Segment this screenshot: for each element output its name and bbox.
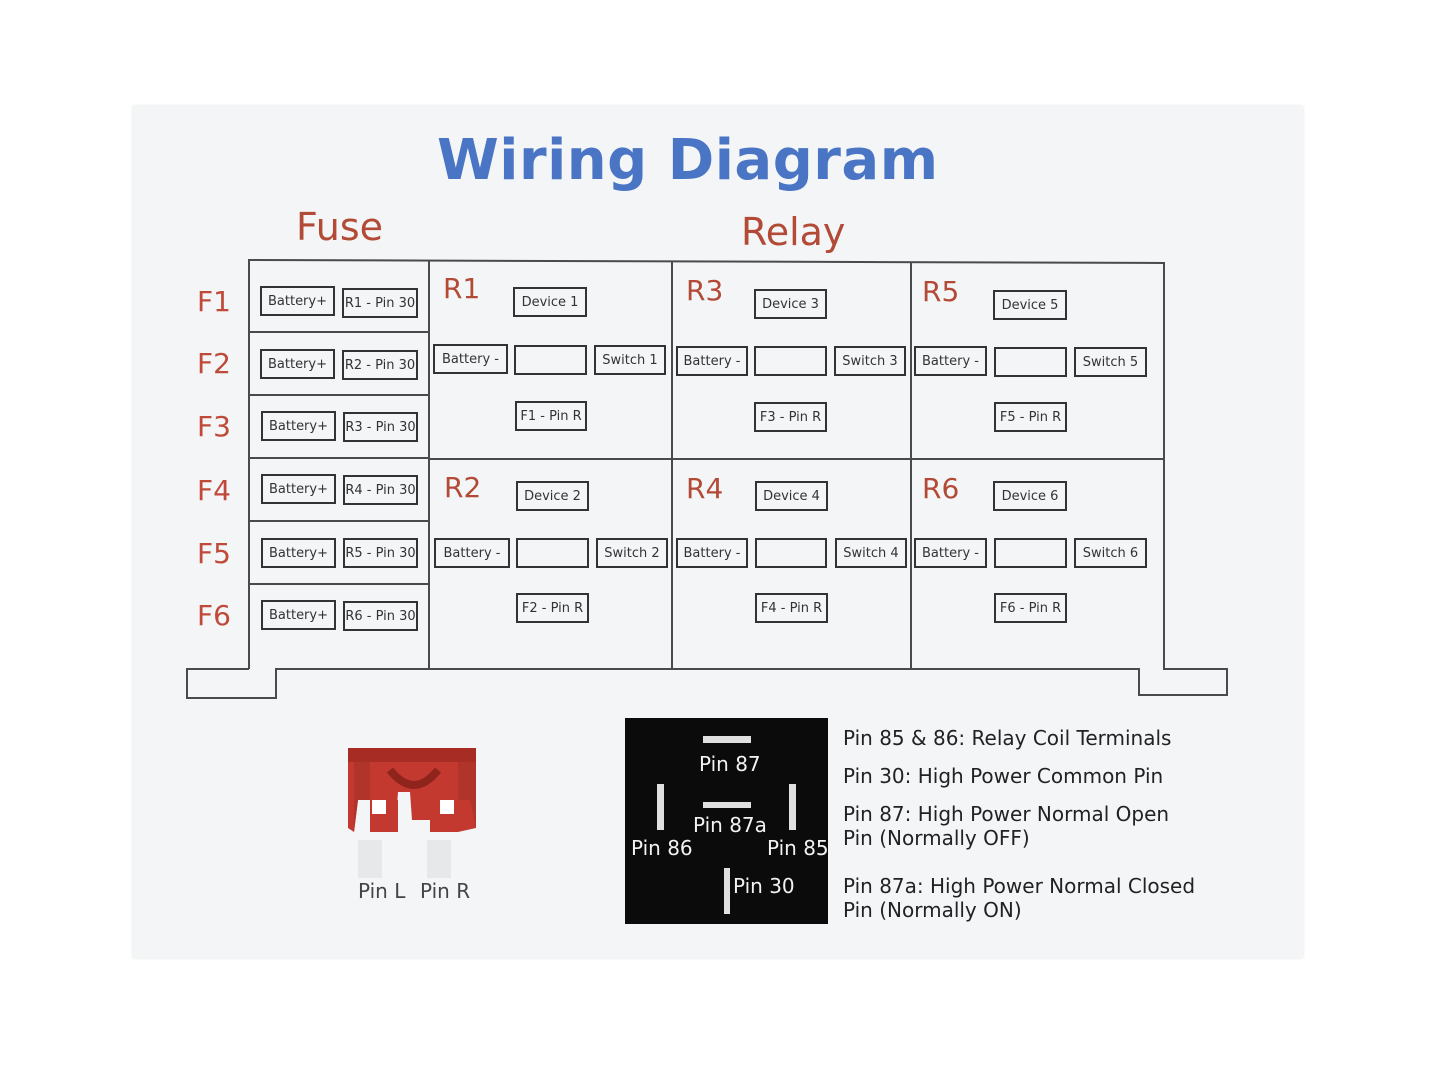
fuse-f6-battery: Battery+: [261, 600, 336, 630]
relay-label-r1: R1: [443, 272, 481, 305]
fuse-pin-l-label: Pin L: [358, 879, 406, 903]
relay-r3-switch: Switch 3: [834, 346, 906, 376]
relay-r4-blank: [755, 538, 827, 568]
relay-r4-fuse-pin: F4 - Pin R: [755, 593, 828, 623]
relay-r3-fuse-pin: F3 - Pin R: [754, 402, 827, 432]
relay-r6-blank: [994, 538, 1067, 568]
relay-r6-device: Device 6: [993, 481, 1067, 511]
relay-section-title: Relay: [741, 210, 846, 254]
fuse-f6-relay-pin: R6 - Pin 30: [343, 601, 418, 631]
relay-pin-30-label: Pin 30: [733, 874, 795, 898]
relay-pin-85-label: Pin 85: [767, 836, 829, 860]
relay-r1-fuse-pin: F1 - Pin R: [515, 401, 587, 431]
fuse-f3-battery: Battery+: [261, 411, 336, 441]
relay-r5-switch: Switch 5: [1074, 347, 1147, 377]
relay-label-r2: R2: [444, 471, 482, 504]
page-title: Wiring Diagram: [437, 128, 939, 193]
relay-r6-fuse-pin: F6 - Pin R: [994, 593, 1067, 623]
relay-r3-device: Device 3: [754, 289, 827, 319]
relay-r5-battery: Battery -: [914, 346, 987, 376]
fuse-section-title: Fuse: [296, 205, 384, 249]
fuse-label-f4: F4: [197, 474, 231, 507]
fuse-f5-relay-pin: R5 - Pin 30: [343, 538, 418, 568]
relay-r2-blank: [516, 538, 589, 568]
fuse-pin-r-label: Pin R: [420, 879, 471, 903]
fuse-label-f5: F5: [197, 537, 231, 570]
relay-r1-battery: Battery -: [433, 344, 508, 374]
relay-label-r5: R5: [922, 275, 960, 308]
fuse-f3-relay-pin: R3 - Pin 30: [343, 412, 418, 442]
relay-r2-device: Device 2: [516, 481, 589, 511]
relay-r3-blank: [754, 346, 827, 376]
relay-r4-battery: Battery -: [676, 538, 748, 568]
relay-r1-device: Device 1: [513, 287, 587, 317]
fuse-label-f3: F3: [197, 410, 231, 443]
relay-r2-switch: Switch 2: [596, 538, 668, 568]
relay-pin-diagram-icon: Pin 87 Pin 87a Pin 86 Pin 85 Pin 30: [625, 718, 829, 924]
relay-r2-battery: Battery -: [434, 538, 510, 568]
relay-label-r3: R3: [686, 274, 724, 307]
fuse-label-f6: F6: [197, 599, 231, 632]
fuse-f2-battery: Battery+: [260, 349, 335, 379]
legend-pin-87a: Pin 87a: High Power Normal Closed Pin (N…: [843, 874, 1196, 922]
relay-r1-blank: [514, 345, 587, 375]
relay-r5-fuse-pin: F5 - Pin R: [994, 402, 1067, 432]
relay-pin-87-label: Pin 87: [699, 752, 761, 776]
relay-label-r6: R6: [922, 472, 960, 505]
blade-fuse-icon: [348, 748, 476, 878]
fuse-f1-battery: Battery+: [260, 286, 335, 316]
relay-r5-blank: [994, 347, 1067, 377]
fuse-f2-relay-pin: R2 - Pin 30: [342, 350, 418, 380]
legend-pin-87: Pin 87: High Power Normal Open Pin (Norm…: [843, 802, 1170, 850]
relay-r6-battery: Battery -: [914, 538, 987, 568]
relay-r3-battery: Battery -: [676, 346, 748, 376]
legend-pin-85-86: Pin 85 & 86: Relay Coil Terminals: [843, 726, 1172, 750]
relay-label-r4: R4: [686, 472, 724, 505]
relay-r1-switch: Switch 1: [594, 345, 666, 375]
fuse-f5-battery: Battery+: [261, 538, 336, 568]
fuse-f4-relay-pin: R4 - Pin 30: [343, 475, 418, 505]
relay-r2-fuse-pin: F2 - Pin R: [516, 593, 589, 623]
relay-r5-device: Device 5: [993, 290, 1067, 320]
relay-r4-device: Device 4: [755, 481, 828, 511]
fuse-f1-relay-pin: R1 - Pin 30: [342, 288, 418, 318]
fuse-label-f1: F1: [197, 285, 231, 318]
fuse-f4-battery: Battery+: [261, 474, 336, 504]
fuse-label-f2: F2: [197, 347, 231, 380]
relay-pin-87a-label: Pin 87a: [693, 813, 767, 837]
relay-r4-switch: Switch 4: [835, 538, 907, 568]
relay-pin-86-label: Pin 86: [631, 836, 693, 860]
legend-pin-30: Pin 30: High Power Common Pin: [843, 764, 1164, 788]
relay-r6-switch: Switch 6: [1074, 538, 1147, 568]
